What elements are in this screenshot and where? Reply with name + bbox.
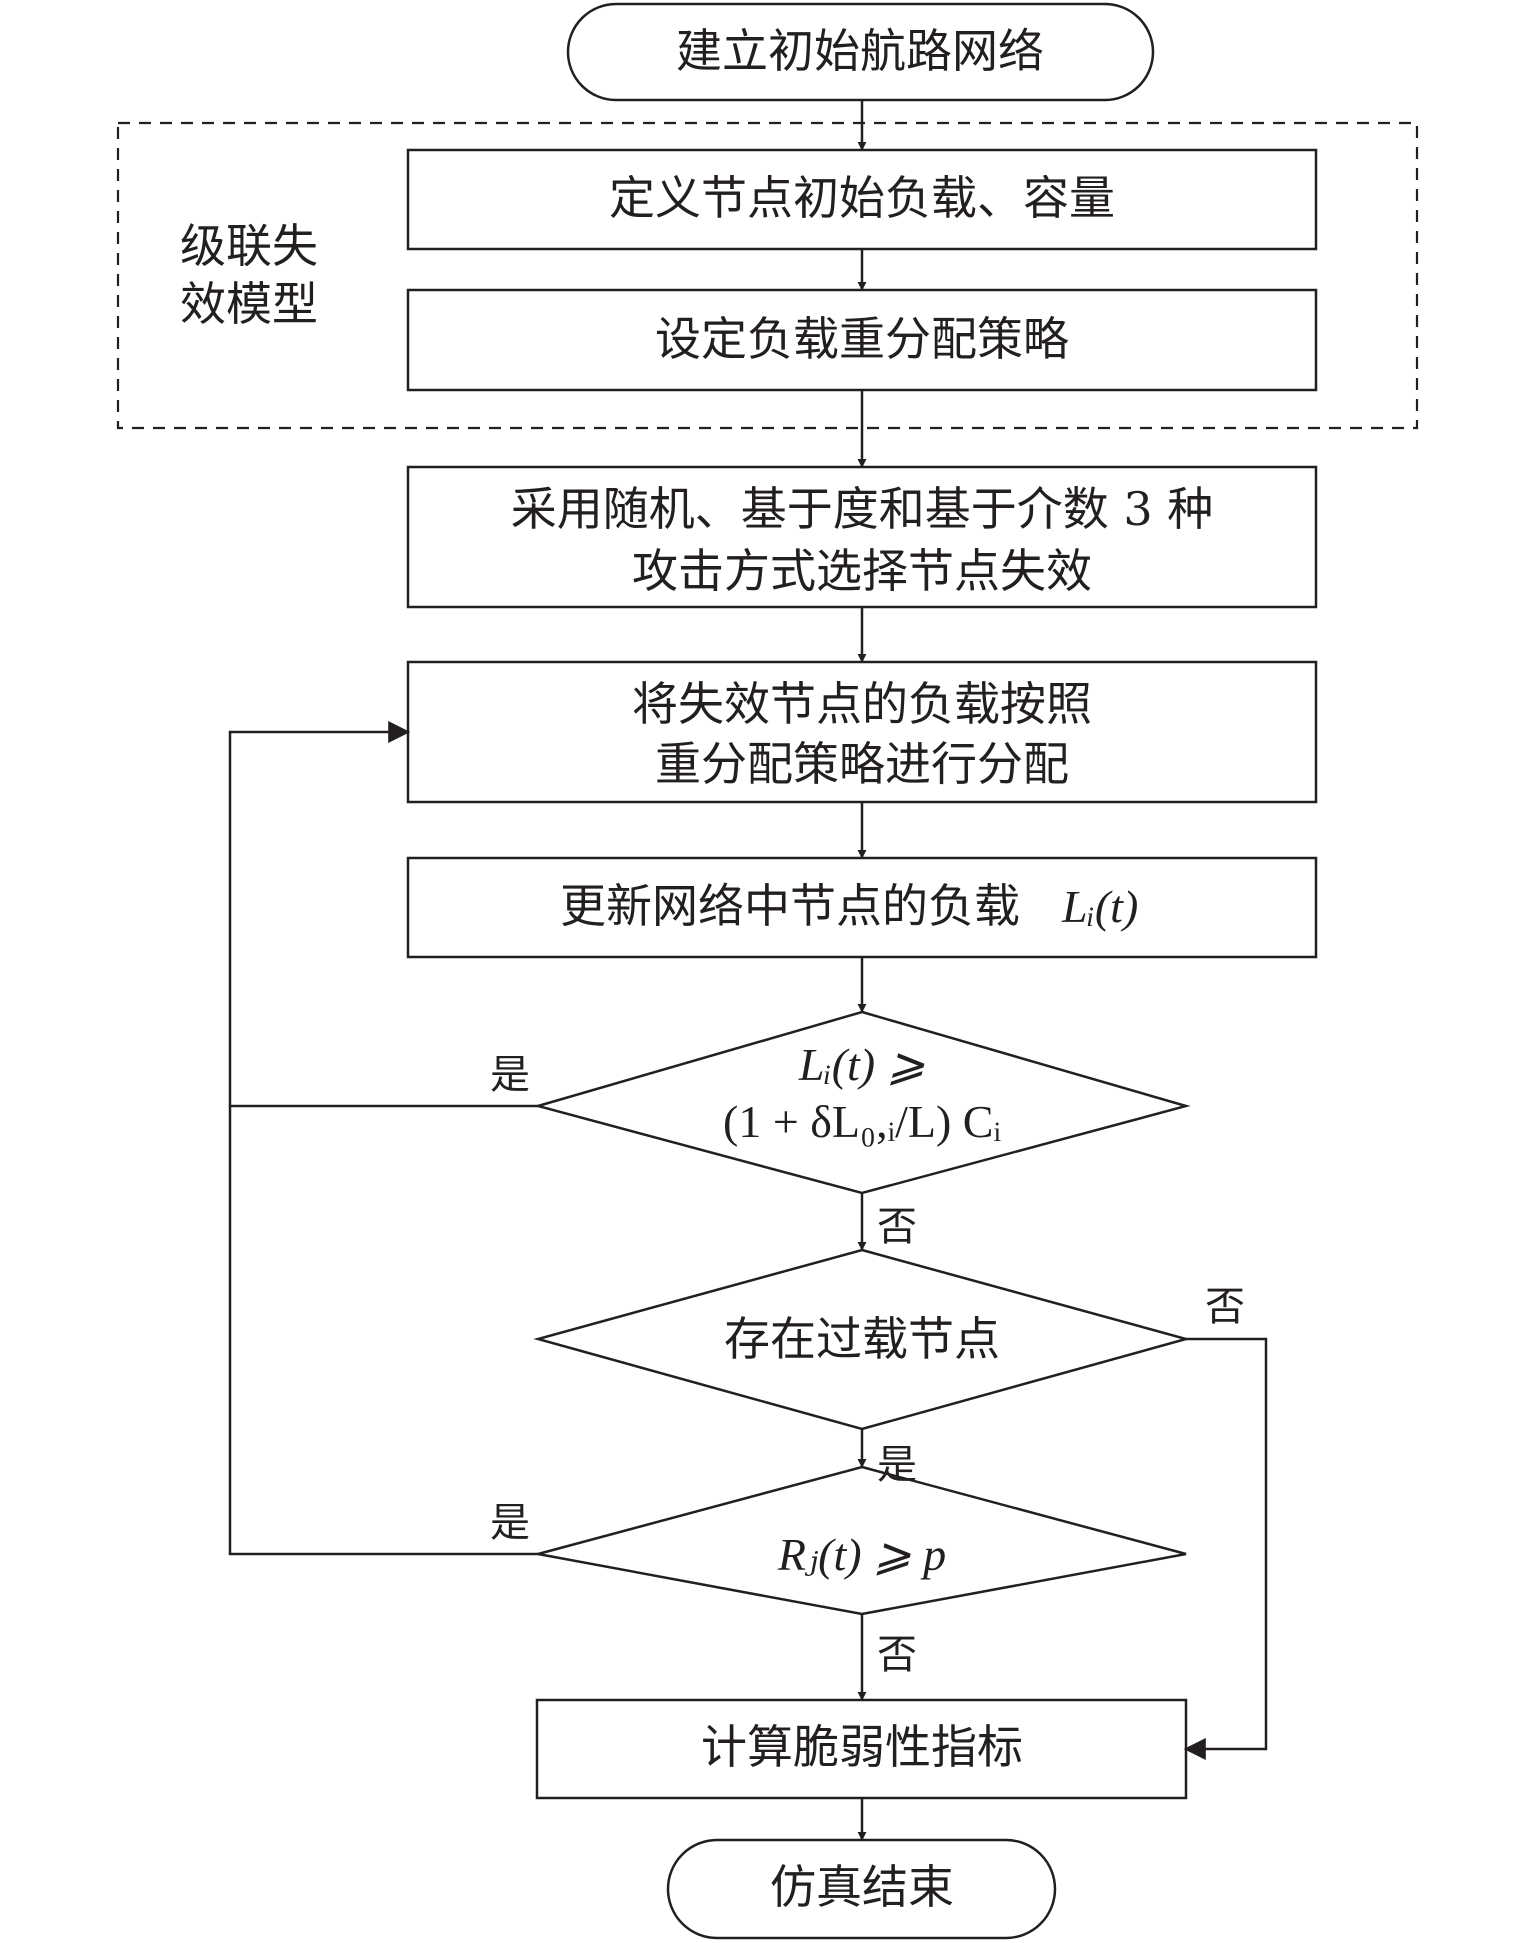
end-node-label: 仿真结束 bbox=[770, 1860, 954, 1914]
label-yes-decision1: 是 bbox=[490, 1052, 530, 1098]
define-load-capacity-label: 定义节点初始负载、容量 bbox=[609, 171, 1115, 225]
attack-mode-box bbox=[406, 465, 1318, 609]
update-load-label: 更新网络中节点的负载 bbox=[560, 879, 1020, 933]
compute-vulnerability-box bbox=[535, 1698, 1188, 1800]
redistribution-strategy-label: 设定负载重分配策略 bbox=[655, 312, 1069, 366]
define-load-capacity-box bbox=[406, 148, 1318, 251]
cascade-model-region bbox=[116, 121, 1419, 430]
label-no-decision3: 否 bbox=[877, 1632, 917, 1678]
label-no-decision1: 否 bbox=[877, 1204, 917, 1250]
label-yes-decision3: 是 bbox=[490, 1500, 530, 1546]
loop-decision3-yes bbox=[228, 1106, 538, 1556]
attack-mode-label-line1: 采用随机、基于度和基于介数 3 种 bbox=[511, 482, 1214, 536]
label-yes-decision2: 是 bbox=[877, 1442, 917, 1488]
ratio-condition-label: Rⱼ(t) ⩾ p bbox=[777, 1529, 946, 1580]
redistribute-load-label-line2: 重分配策略进行分配 bbox=[655, 737, 1069, 791]
cascade-model-label-line1: 级联失 bbox=[180, 219, 318, 273]
redistribute-load-box bbox=[406, 660, 1318, 804]
start-node bbox=[566, 2, 1155, 102]
update-load-box bbox=[406, 856, 1318, 959]
cascade-model-label-line2: 效模型 bbox=[180, 277, 318, 331]
overload-condition-line1: Lᵢ(t) ⩾ bbox=[798, 1039, 925, 1090]
attack-mode-label-line2: 攻击方式选择节点失效 bbox=[632, 544, 1092, 598]
branch-decision2-no bbox=[1183, 1337, 1268, 1760]
loop-decision1-yes bbox=[228, 721, 538, 1108]
start-node-label: 建立初始航路网络 bbox=[676, 24, 1044, 78]
redistribute-load-label-line1: 将失效节点的负载按照 bbox=[632, 677, 1092, 731]
overload-condition-line2: (1 + δL₀,ᵢ/L) Cᵢ bbox=[723, 1096, 1001, 1147]
update-load-math: Lᵢ(t) bbox=[1061, 881, 1138, 932]
compute-vulnerability-label: 计算脆弱性指标 bbox=[701, 1720, 1023, 1774]
label-no-decision2: 否 bbox=[1205, 1284, 1245, 1330]
overloaded-node-exists-label: 存在过载节点 bbox=[724, 1312, 1000, 1366]
